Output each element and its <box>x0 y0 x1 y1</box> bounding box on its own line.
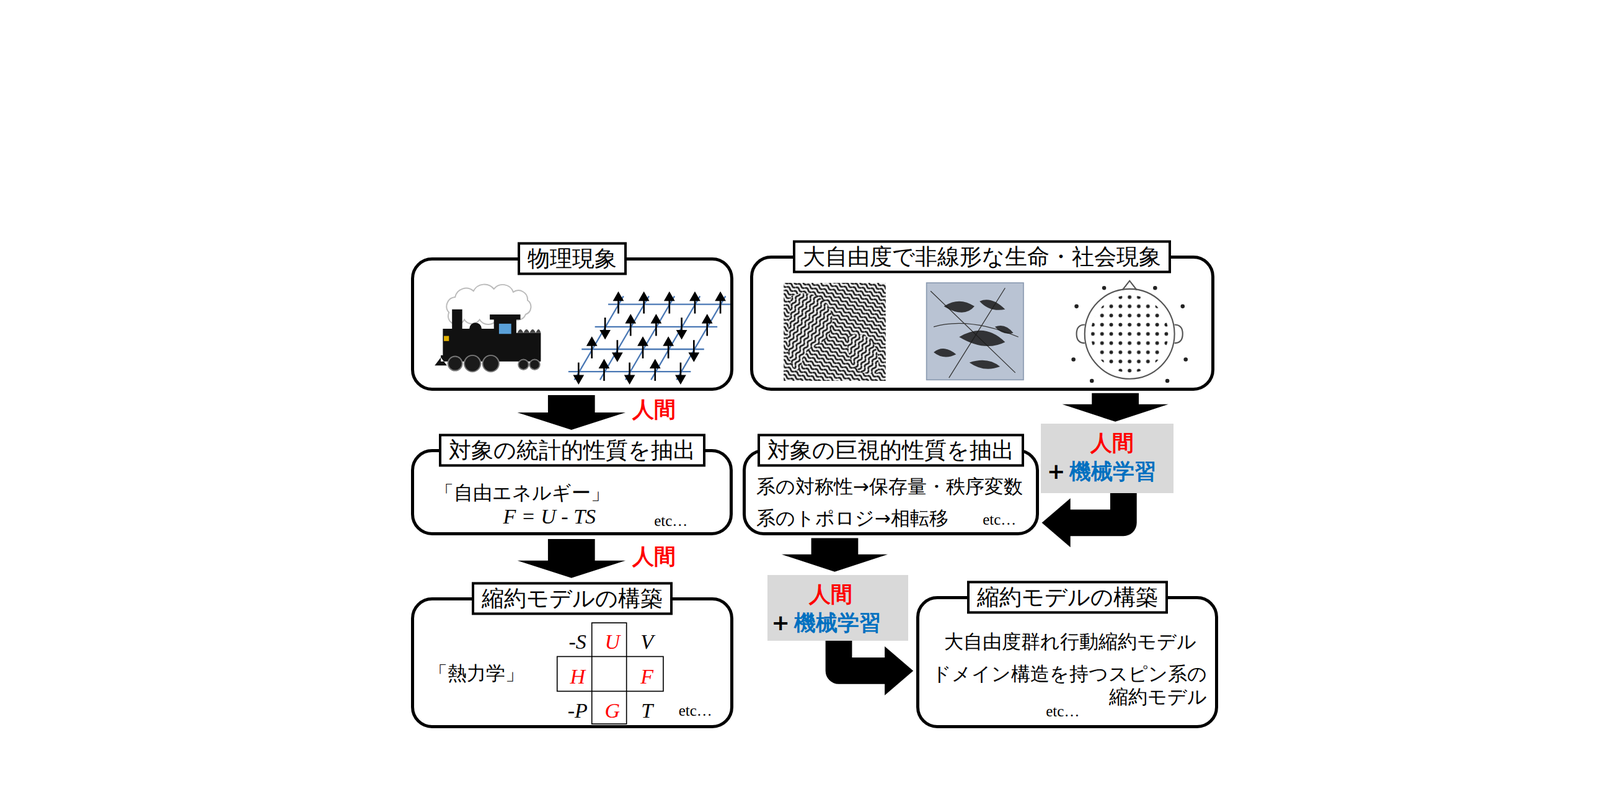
body-text: 「熱力学」 <box>428 662 525 686</box>
plus-sign: + <box>771 609 790 636</box>
steam-train <box>434 284 541 372</box>
actor-label: 人間 <box>808 580 853 607</box>
body-text: ドメイン構造を持つスピン系の 縮約モデル <box>931 661 1207 708</box>
body-text: 系のトポロジ→相転移 <box>756 507 949 531</box>
head-outline <box>1084 288 1175 379</box>
heading-label: 縮約モデルの構築 <box>967 580 1168 614</box>
train-lamp <box>443 335 449 341</box>
section-box: 大自由度で非線形な生命・社会現象 <box>750 255 1215 392</box>
block-arrow <box>781 537 888 571</box>
method-label: 機械学習 <box>794 609 881 636</box>
heading-label: 物理現象 <box>517 241 627 275</box>
heading-label: 対象の巨視的性質を抽出 <box>757 433 1025 467</box>
math-symbol: U <box>604 629 620 655</box>
actor-label: 人間 <box>1090 429 1134 456</box>
image-streaks <box>930 287 1019 378</box>
arrow-head <box>884 645 914 695</box>
section-box: 対象の統計的性質を抽出「自由エネルギー」F = U - TSetc… <box>411 448 733 535</box>
body-text: 大自由度群れ行動縮約モデル <box>944 630 1197 654</box>
heading-label: 縮約モデルの構築 <box>471 581 673 615</box>
section-box: 縮約モデルの構築「熱力学」-SUVHF-PGTetc… <box>411 596 734 728</box>
swarm-image <box>926 282 1024 380</box>
block-arrow <box>517 538 626 578</box>
section-box: 物理現象 <box>411 257 734 392</box>
outer-electrodes <box>1071 285 1188 383</box>
etc-note: etc… <box>678 701 713 720</box>
spin-lattice <box>568 292 731 383</box>
labyrinth-pattern <box>783 282 886 381</box>
image-blobs <box>933 299 1013 369</box>
arrow-shape <box>1062 393 1169 422</box>
math-symbol: G <box>604 697 620 723</box>
etc-note: etc… <box>1045 701 1080 721</box>
method-label: 機械学習 <box>1069 458 1157 485</box>
heading-label: 大自由度で非線形な生命・社会現象 <box>792 239 1172 273</box>
math-symbol: -P <box>567 697 588 723</box>
math-symbol: F <box>640 663 654 690</box>
heading-label: 対象の統計的性質を抽出 <box>438 433 706 467</box>
arrow-shaft <box>1069 492 1124 523</box>
arrow-shape <box>781 537 888 571</box>
arrow-shaft <box>838 640 886 671</box>
square-column <box>592 622 627 724</box>
math-symbol: F = U - TS <box>503 503 597 530</box>
etc-note: etc… <box>654 511 688 531</box>
arrow-head <box>1042 497 1071 547</box>
arrow-shape <box>517 538 626 578</box>
body-text: 「自由エネルギー」 <box>434 481 610 504</box>
etc-note: etc… <box>982 510 1017 529</box>
train-wheels <box>448 355 540 372</box>
eeg-head <box>1071 280 1188 384</box>
pattern-field <box>783 282 886 381</box>
image-ground <box>926 282 1024 380</box>
method-box: 人間 +機械学習 <box>1040 423 1174 493</box>
head-ears-nose <box>1076 280 1183 343</box>
block-arrow <box>1062 393 1169 422</box>
arrow-shape <box>517 394 626 430</box>
block-arrow <box>517 394 626 430</box>
math-symbol: V <box>640 629 654 655</box>
math-symbol: -S <box>569 629 587 655</box>
square-row <box>557 655 664 691</box>
block-arrow <box>838 640 914 695</box>
body-text: 系の対称性→保存量・秩序変数 <box>756 475 1023 499</box>
electrode-grid <box>1091 295 1169 373</box>
spin-arrows <box>574 292 725 383</box>
math-symbol: T <box>640 697 653 723</box>
edge-label: 人間 <box>632 396 676 423</box>
train-window <box>499 323 512 334</box>
block-arrow <box>1042 492 1124 547</box>
pattern-domain <box>787 293 879 374</box>
plus-sign: + <box>1047 458 1066 485</box>
math-symbol: H <box>569 663 586 690</box>
edge-label: 人間 <box>632 543 676 570</box>
section-box: 対象の巨視的性質を抽出系の対称性→保存量・秩序変数系のトポロジ→相転移etc… <box>742 448 1039 535</box>
train-coal <box>517 329 542 333</box>
section-box: 縮約モデルの構築大自由度群れ行動縮約モデルドメイン構造を持つスピン系の 縮約モデ… <box>916 595 1219 728</box>
thermo-square <box>557 622 664 724</box>
method-box: 人間 +機械学習 <box>767 574 909 641</box>
